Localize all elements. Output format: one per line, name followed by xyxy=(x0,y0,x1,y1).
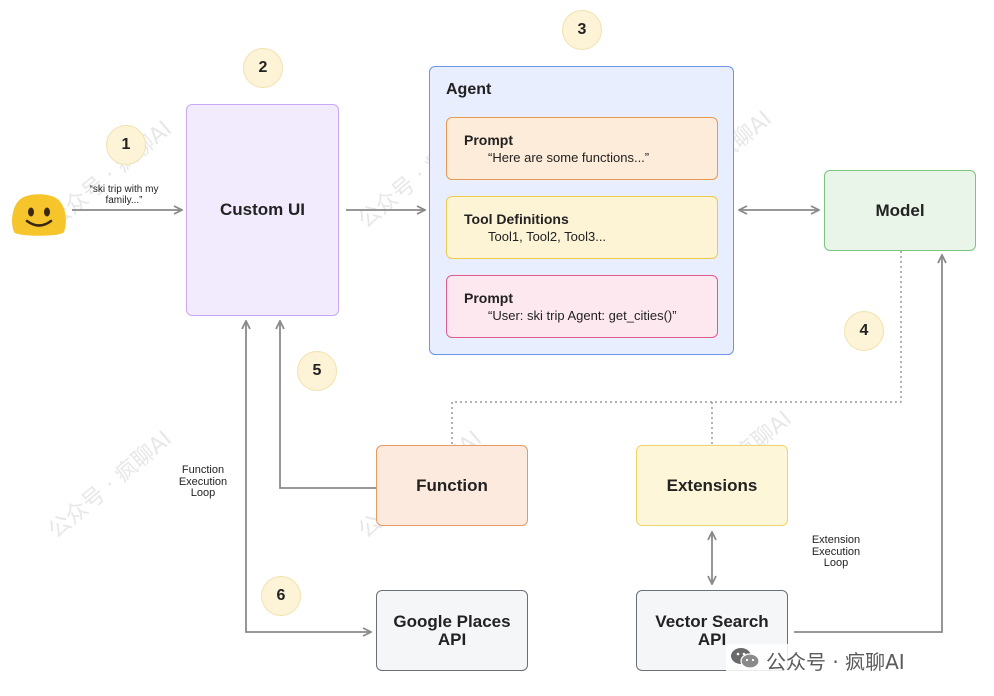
note-line: Loop xyxy=(190,487,216,500)
model-box: Model xyxy=(824,170,976,251)
custom-ui-box: Custom UI xyxy=(186,104,339,316)
prompt-body: “User: ski trip Agent: get_cities()” xyxy=(488,308,677,323)
note-line: Execution xyxy=(811,545,861,558)
extensions-box: Extensions xyxy=(636,445,788,526)
agent-title: Agent xyxy=(446,81,492,98)
google-places-label-line1: Google Places xyxy=(393,611,511,631)
note-line: Extension xyxy=(811,534,861,546)
extension-execution-loop-note: Extension Execution Loop xyxy=(800,534,872,570)
vector-search-label-line2: API xyxy=(697,629,727,649)
prompt-title: Prompt xyxy=(464,290,513,306)
vector-search-label-line1: Vector Search xyxy=(655,611,769,631)
footer-watermark: 公众号 · 疯聊AI xyxy=(726,644,909,677)
wechat-icon xyxy=(730,646,760,675)
dotted-model-to-function xyxy=(451,251,902,445)
agent-container: Agent Prompt “Here are some functions...… xyxy=(429,66,734,355)
tool-definitions-title: Tool Definitions xyxy=(464,211,569,227)
function-box: Function xyxy=(376,445,528,526)
arrow-function-to-custom-ui xyxy=(280,322,376,489)
google-places-label-line2: API xyxy=(437,629,467,649)
note-line: Loop xyxy=(823,557,849,570)
google-places-api-box: Google Places API xyxy=(376,590,528,671)
tool-definitions-body: Tool1, Tool2, Tool3... xyxy=(488,229,607,244)
function-execution-loop-note: Function Execution Loop xyxy=(168,464,238,500)
extensions-label: Extensions xyxy=(666,475,758,495)
smiley-face-icon xyxy=(10,192,68,243)
prompt-box-user: Prompt “User: ski trip Agent: get_cities… xyxy=(446,275,718,338)
step-badge-1: 1 xyxy=(106,125,146,165)
note-line: Execution xyxy=(178,475,228,488)
user-message: “ski trip with my family...” xyxy=(89,184,159,206)
function-label: Function xyxy=(416,475,488,495)
step-badge-6: 6 xyxy=(261,576,301,616)
model-label: Model xyxy=(875,200,925,220)
note-line: Function xyxy=(181,464,225,476)
tool-definitions-box: Tool Definitions Tool1, Tool2, Tool3... xyxy=(446,196,718,259)
step-badge-2: 2 xyxy=(243,48,283,88)
step-badge-5: 5 xyxy=(297,351,337,391)
prompt-box-system: Prompt “Here are some functions...” xyxy=(446,117,718,180)
prompt-body: “Here are some functions...” xyxy=(488,150,650,165)
step-badge-3: 3 xyxy=(562,10,602,50)
step-badge-4: 4 xyxy=(844,311,884,351)
custom-ui-label: Custom UI xyxy=(220,200,305,220)
arrow-custom-ui-to-places xyxy=(246,322,370,632)
footer-watermark-text: 公众号 · 疯聊AI xyxy=(766,650,905,674)
prompt-title: Prompt xyxy=(464,132,513,148)
arrow-vector-to-model xyxy=(794,256,942,633)
